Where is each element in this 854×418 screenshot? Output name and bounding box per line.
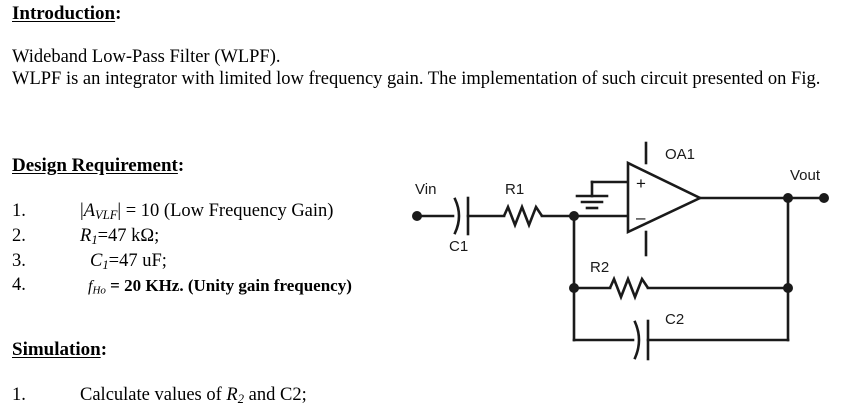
- list-item-content: fHo = 20 KHz. (Unity gain frequency): [80, 275, 352, 301]
- label-vout: Vout: [790, 167, 821, 184]
- list-item-suffix: =47 uF;: [108, 250, 167, 271]
- simulation-heading: Simulation:: [12, 340, 107, 359]
- simulation-list: 1. Calculate values of R2 and C2;: [12, 385, 307, 410]
- list-item-content: |AVLF| = 10 (Low Frequency Gain): [80, 201, 333, 226]
- list-item-content: R1=47 kΩ;: [80, 226, 159, 251]
- junction-dot-inverting-node: [569, 211, 579, 221]
- list-item-suffix: =47 kΩ;: [97, 225, 160, 246]
- variable-subscript: 1: [91, 232, 98, 247]
- label-r1: R1: [505, 181, 524, 198]
- c2-curved-plate: [633, 320, 641, 360]
- introduction-line-1: Wideband Low-Pass Filter (WLPF).: [12, 47, 281, 67]
- list-item-content: C1=47 uF;: [80, 251, 167, 276]
- variable-symbol: R: [226, 385, 238, 405]
- variable-symbol: R: [80, 225, 92, 246]
- introduction-heading: Introduction:: [12, 4, 121, 23]
- terminal-dot-vout: [819, 193, 829, 203]
- c1-curved-plate: [453, 197, 461, 235]
- variable-subscript: VLF: [95, 207, 118, 222]
- terminal-dot-vin: [412, 211, 422, 221]
- simulation-heading-text: Simulation: [12, 339, 101, 360]
- label-oa1: OA1: [665, 146, 695, 163]
- list-item-index: 1.: [12, 385, 26, 405]
- abs-bar-open: |: [80, 201, 84, 221]
- list-item-text-before: Calculate values of: [80, 385, 227, 405]
- label-vin: Vin: [415, 181, 436, 198]
- label-r2: R2: [590, 259, 609, 276]
- variable-symbol: f: [88, 278, 93, 296]
- list-item-suffix: = 20 KHz. (Unity gain frequency): [105, 276, 352, 296]
- list-item: 1. |AVLF| = 10 (Low Frequency Gain): [12, 201, 352, 226]
- design-requirement-heading: Design Requirement:: [12, 156, 184, 175]
- variable-subscript: 2: [237, 391, 245, 406]
- r2-resistor-zigzag: [608, 275, 650, 301]
- junction-dot-r2-right: [783, 283, 793, 293]
- list-item-text-after: and C2;: [244, 385, 307, 405]
- list-item-index: 3.: [12, 250, 26, 271]
- list-item: 1. Calculate values of R2 and C2;: [12, 385, 307, 410]
- r1-resistor-zigzag: [502, 203, 544, 229]
- opamp-triangle-oa1: [626, 160, 704, 235]
- label-c2: C2: [665, 311, 684, 328]
- list-item: 3. C1=47 uF;: [12, 251, 352, 276]
- simulation-heading-colon: :: [100, 339, 108, 360]
- opamp-plus-sign: +: [636, 174, 646, 193]
- list-item-suffix: | = 10 (Low Frequency Gain): [117, 201, 334, 221]
- list-item-index: 2.: [12, 225, 26, 246]
- junction-dot-r2-left: [569, 283, 579, 293]
- variable-symbol: A: [83, 201, 96, 221]
- design-requirement-heading-colon: :: [177, 155, 185, 176]
- variable-subscript: 1: [102, 257, 109, 272]
- introduction-heading-colon: :: [115, 3, 122, 24]
- design-requirement-heading-text: Design Requirement: [12, 155, 178, 176]
- opamp-minus-sign: –: [636, 208, 646, 227]
- list-item-index: 4.: [12, 275, 26, 296]
- list-item: 4. fHo = 20 KHz. (Unity gain frequency): [12, 275, 352, 301]
- variable-subscript: Ho: [92, 284, 106, 297]
- junction-dot-output-node: [783, 193, 793, 203]
- design-requirement-list: 1. |AVLF| = 10 (Low Frequency Gain) 2. R…: [12, 201, 352, 302]
- introduction-paragraph: WLPF is an integrator with limited low f…: [12, 69, 821, 89]
- wlpf-circuit-figure: + – Vin C1 R1 OA1 Vout R2 C2: [405, 132, 854, 380]
- list-item-index: 1.: [12, 201, 26, 221]
- label-c1: C1: [449, 238, 468, 255]
- variable-symbol: C: [90, 250, 103, 271]
- introduction-heading-text: Introduction: [12, 3, 116, 24]
- list-item-content: Calculate values of R2 and C2;: [80, 385, 307, 410]
- circuit-schematic-svg: + – Vin C1 R1 OA1 Vout R2 C2: [412, 141, 829, 361]
- list-item: 2. R1=47 kΩ;: [12, 226, 352, 251]
